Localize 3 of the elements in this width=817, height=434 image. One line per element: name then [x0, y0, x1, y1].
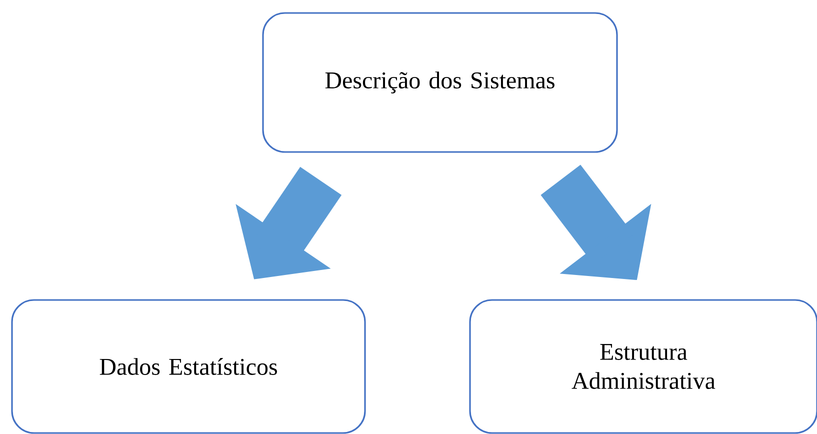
- rounded-box: Descrição dos Sistemas: [262, 12, 618, 153]
- rounded-box: Dados Estatísticos: [11, 299, 366, 434]
- rounded-box: Estrutura Administrativa: [469, 299, 817, 434]
